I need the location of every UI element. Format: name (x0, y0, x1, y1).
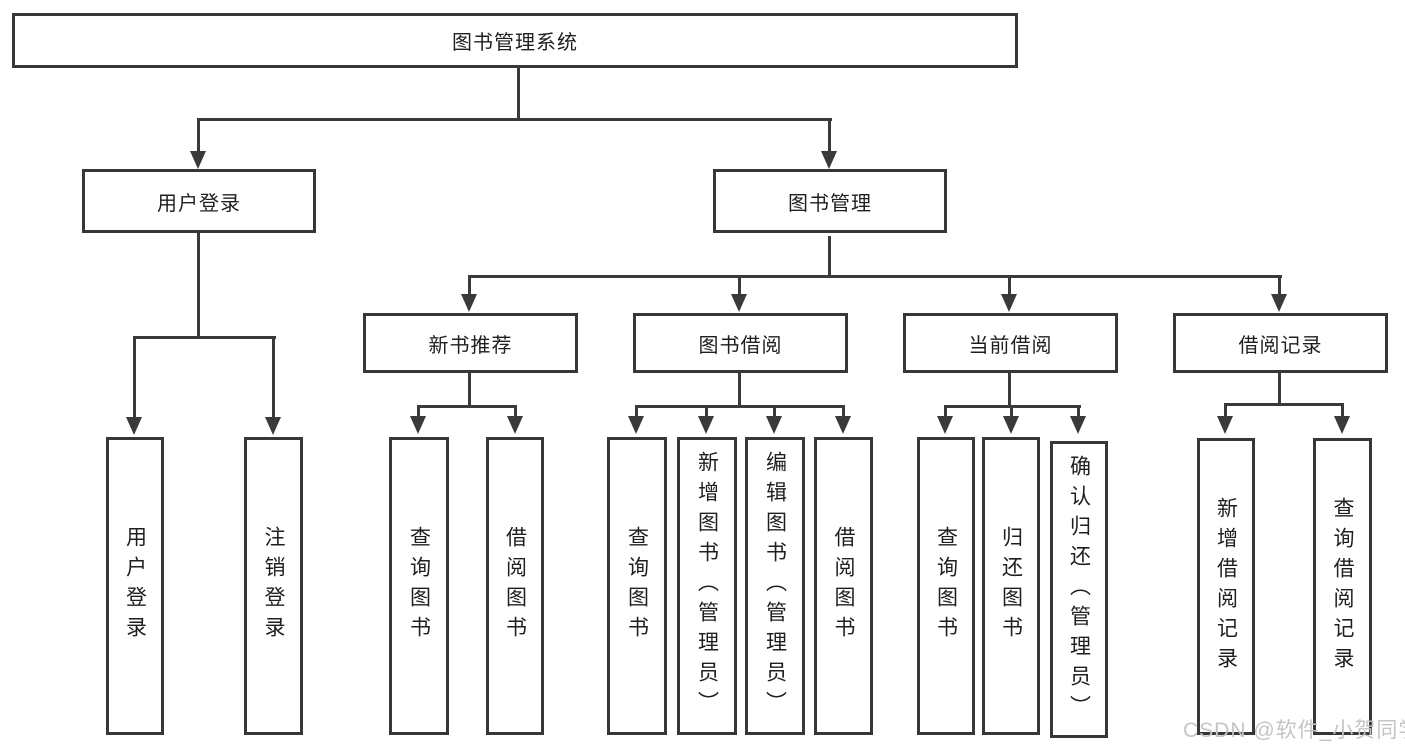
arrowhead-icon (1271, 294, 1287, 312)
node-label: 图书借阅 (698, 334, 783, 357)
connector-arm (417, 405, 420, 418)
connector-stem (1278, 373, 1281, 406)
leaf-query-books-3: 查询图书 (917, 437, 975, 735)
connector-arm (1278, 275, 1281, 295)
node-label: 用户登录 (123, 526, 147, 646)
leaf-query-books-1: 查询图书 (389, 437, 449, 735)
arrowhead-icon (1334, 416, 1350, 434)
arrowhead-icon (1070, 416, 1086, 434)
leaf-user-login: 用户登录 (106, 437, 164, 735)
leaf-edit-books-admin: 编辑图书（管理员） (745, 437, 805, 735)
leaf-add-borrow-record: 新增借阅记录 (1197, 438, 1255, 735)
connector-arm (1077, 405, 1080, 418)
leaf-borrow-books-1: 借阅图书 (486, 437, 544, 735)
connector-arm (1010, 405, 1013, 418)
connector-arm (197, 118, 200, 152)
node-label: 确认归还（管理员） (1067, 454, 1091, 725)
connector-arm (705, 405, 708, 418)
connector-arm (1008, 275, 1011, 295)
leaf-add-books-admin: 新增图书（管理员） (677, 437, 737, 735)
node-new-book-recommendation: 新书推荐 (363, 313, 578, 373)
arrowhead-icon (507, 416, 523, 434)
arrowhead-icon (461, 294, 477, 312)
arrowhead-icon (1217, 416, 1233, 434)
node-book-management: 图书管理 (713, 169, 947, 233)
node-current-borrowing: 当前借阅 (903, 313, 1118, 373)
arrowhead-icon (1003, 416, 1019, 434)
node-label: 借阅记录 (1238, 334, 1323, 357)
node-user-login: 用户登录 (82, 169, 316, 233)
leaf-confirm-return-admin: 确认归还（管理员） (1050, 441, 1108, 738)
leaf-query-borrow-record: 查询借阅记录 (1313, 438, 1372, 735)
connector-rail (635, 405, 845, 408)
arrowhead-icon (821, 151, 837, 169)
connector-arm (828, 118, 831, 152)
arrowhead-icon (628, 416, 644, 434)
connector-login-stem (197, 233, 200, 339)
connector-rail (417, 405, 517, 408)
connector-arm (1224, 403, 1227, 417)
connector-login-rail (133, 336, 276, 339)
connector-arm (514, 405, 517, 418)
connector-stem (738, 373, 741, 408)
arrowhead-icon (835, 416, 851, 434)
node-label: 查询图书 (407, 526, 431, 646)
connector-level2-rail (197, 118, 832, 121)
arrowhead-icon (766, 416, 782, 434)
node-label: 归还图书 (999, 526, 1023, 646)
node-label: 查询借阅记录 (1331, 496, 1354, 677)
connector-rail (1224, 403, 1344, 406)
connector-arm (1341, 403, 1344, 417)
connector-arm (272, 336, 275, 418)
node-label: 查询图书 (934, 526, 958, 646)
node-label: 查询图书 (625, 526, 649, 646)
arrowhead-icon (265, 417, 281, 435)
node-book-management-system: 图书管理系统 (12, 13, 1018, 68)
node-label: 新书推荐 (428, 334, 513, 357)
node-label: 借阅图书 (832, 526, 855, 646)
connector-arm (133, 336, 136, 418)
connector-arm (773, 405, 776, 418)
node-label: 编辑图书（管理员） (763, 451, 787, 721)
arrowhead-icon (1001, 294, 1017, 312)
node-book-borrowing: 图书借阅 (633, 313, 848, 373)
node-label: 当前借阅 (968, 334, 1053, 357)
node-label: 注销登录 (262, 526, 285, 646)
connector-arm (944, 405, 947, 418)
leaf-return-books: 归还图书 (982, 437, 1040, 735)
leaf-logout: 注销登录 (244, 437, 303, 735)
connector-level3-rail (468, 275, 1282, 278)
connector-stem (1008, 373, 1011, 408)
arrowhead-icon (126, 417, 142, 435)
arrowhead-icon (698, 416, 714, 434)
connector-arm (842, 405, 845, 418)
node-label: 图书管理系统 (452, 32, 578, 54)
connector-arm (468, 275, 471, 295)
connector-mgmt-stem (828, 236, 831, 278)
node-label: 新增图书（管理员） (695, 451, 719, 721)
node-label: 借阅图书 (503, 526, 527, 646)
node-label: 图书管理 (788, 192, 872, 215)
connector-root-stem (517, 68, 520, 120)
node-borrowing-records: 借阅记录 (1173, 313, 1388, 373)
arrowhead-icon (937, 416, 953, 434)
connector-arm (635, 405, 638, 418)
leaf-query-books-2: 查询图书 (607, 437, 667, 735)
watermark: CSDN @软件_小贺同学 (1183, 719, 1405, 742)
connector-arm (738, 275, 741, 295)
arrowhead-icon (190, 151, 206, 169)
connector-stem (468, 373, 471, 408)
node-label: 用户登录 (157, 192, 241, 215)
node-label: 新增借阅记录 (1214, 496, 1238, 677)
leaf-borrow-books-2: 借阅图书 (814, 437, 873, 735)
arrowhead-icon (731, 294, 747, 312)
arrowhead-icon (410, 416, 426, 434)
